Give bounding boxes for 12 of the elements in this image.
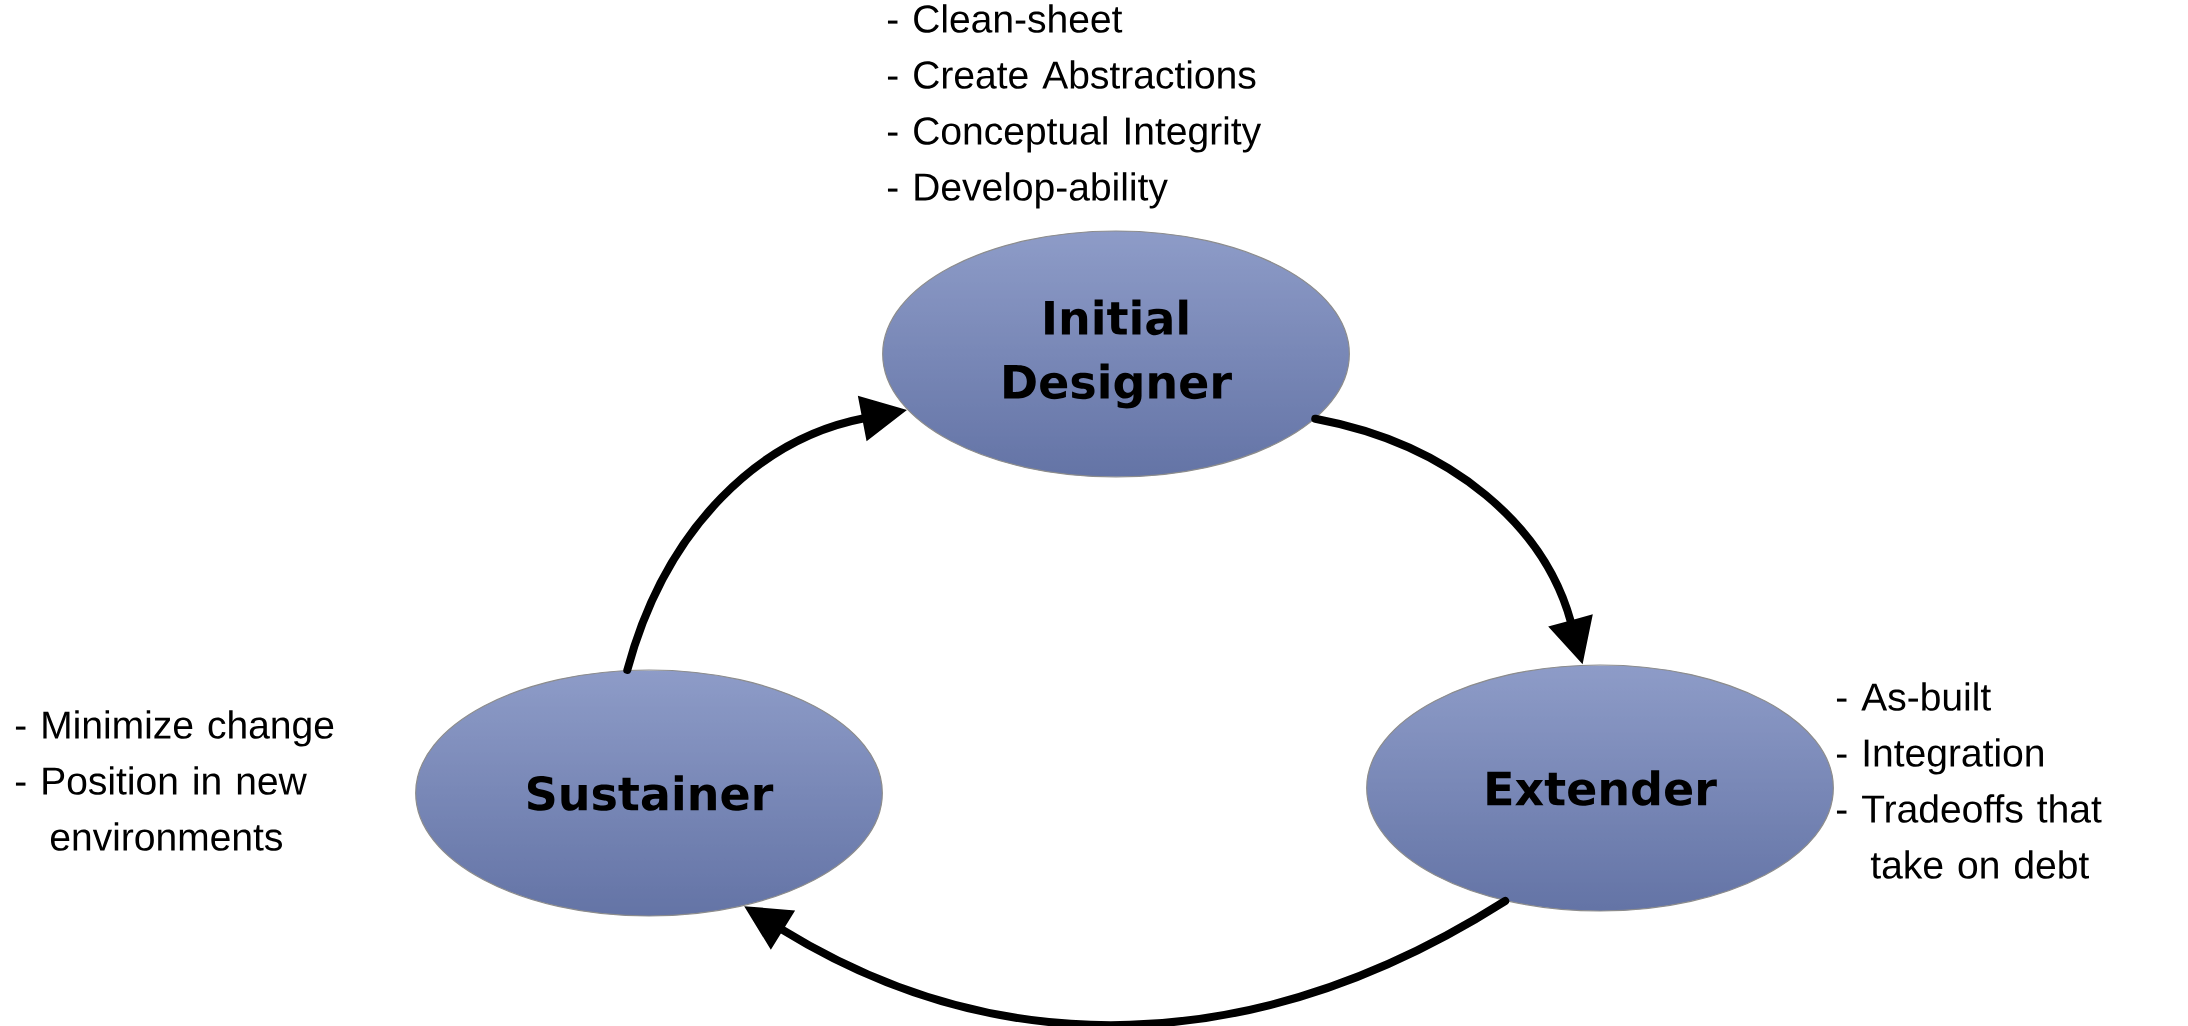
list-item: - Conceptual Integrity xyxy=(887,116,1262,153)
ellipse-node: Extender xyxy=(1366,664,1834,912)
list-item: - Create Abstractions xyxy=(887,60,1256,89)
list-item: - Integration xyxy=(1836,738,2043,775)
list-item: - Minimize change xyxy=(15,710,334,747)
ellipse-node: Initial Designer xyxy=(882,230,1350,478)
ellipse-node: Sustainer xyxy=(415,669,883,917)
list-item: - Clean-sheet xyxy=(887,4,1123,33)
list-item: - Position in new environments xyxy=(15,766,307,851)
list-item: - Develop-ability xyxy=(887,172,1168,209)
list-item: - As-built xyxy=(1836,682,1991,711)
list-item: - Tradeoffs that take on debt xyxy=(1836,794,2102,879)
